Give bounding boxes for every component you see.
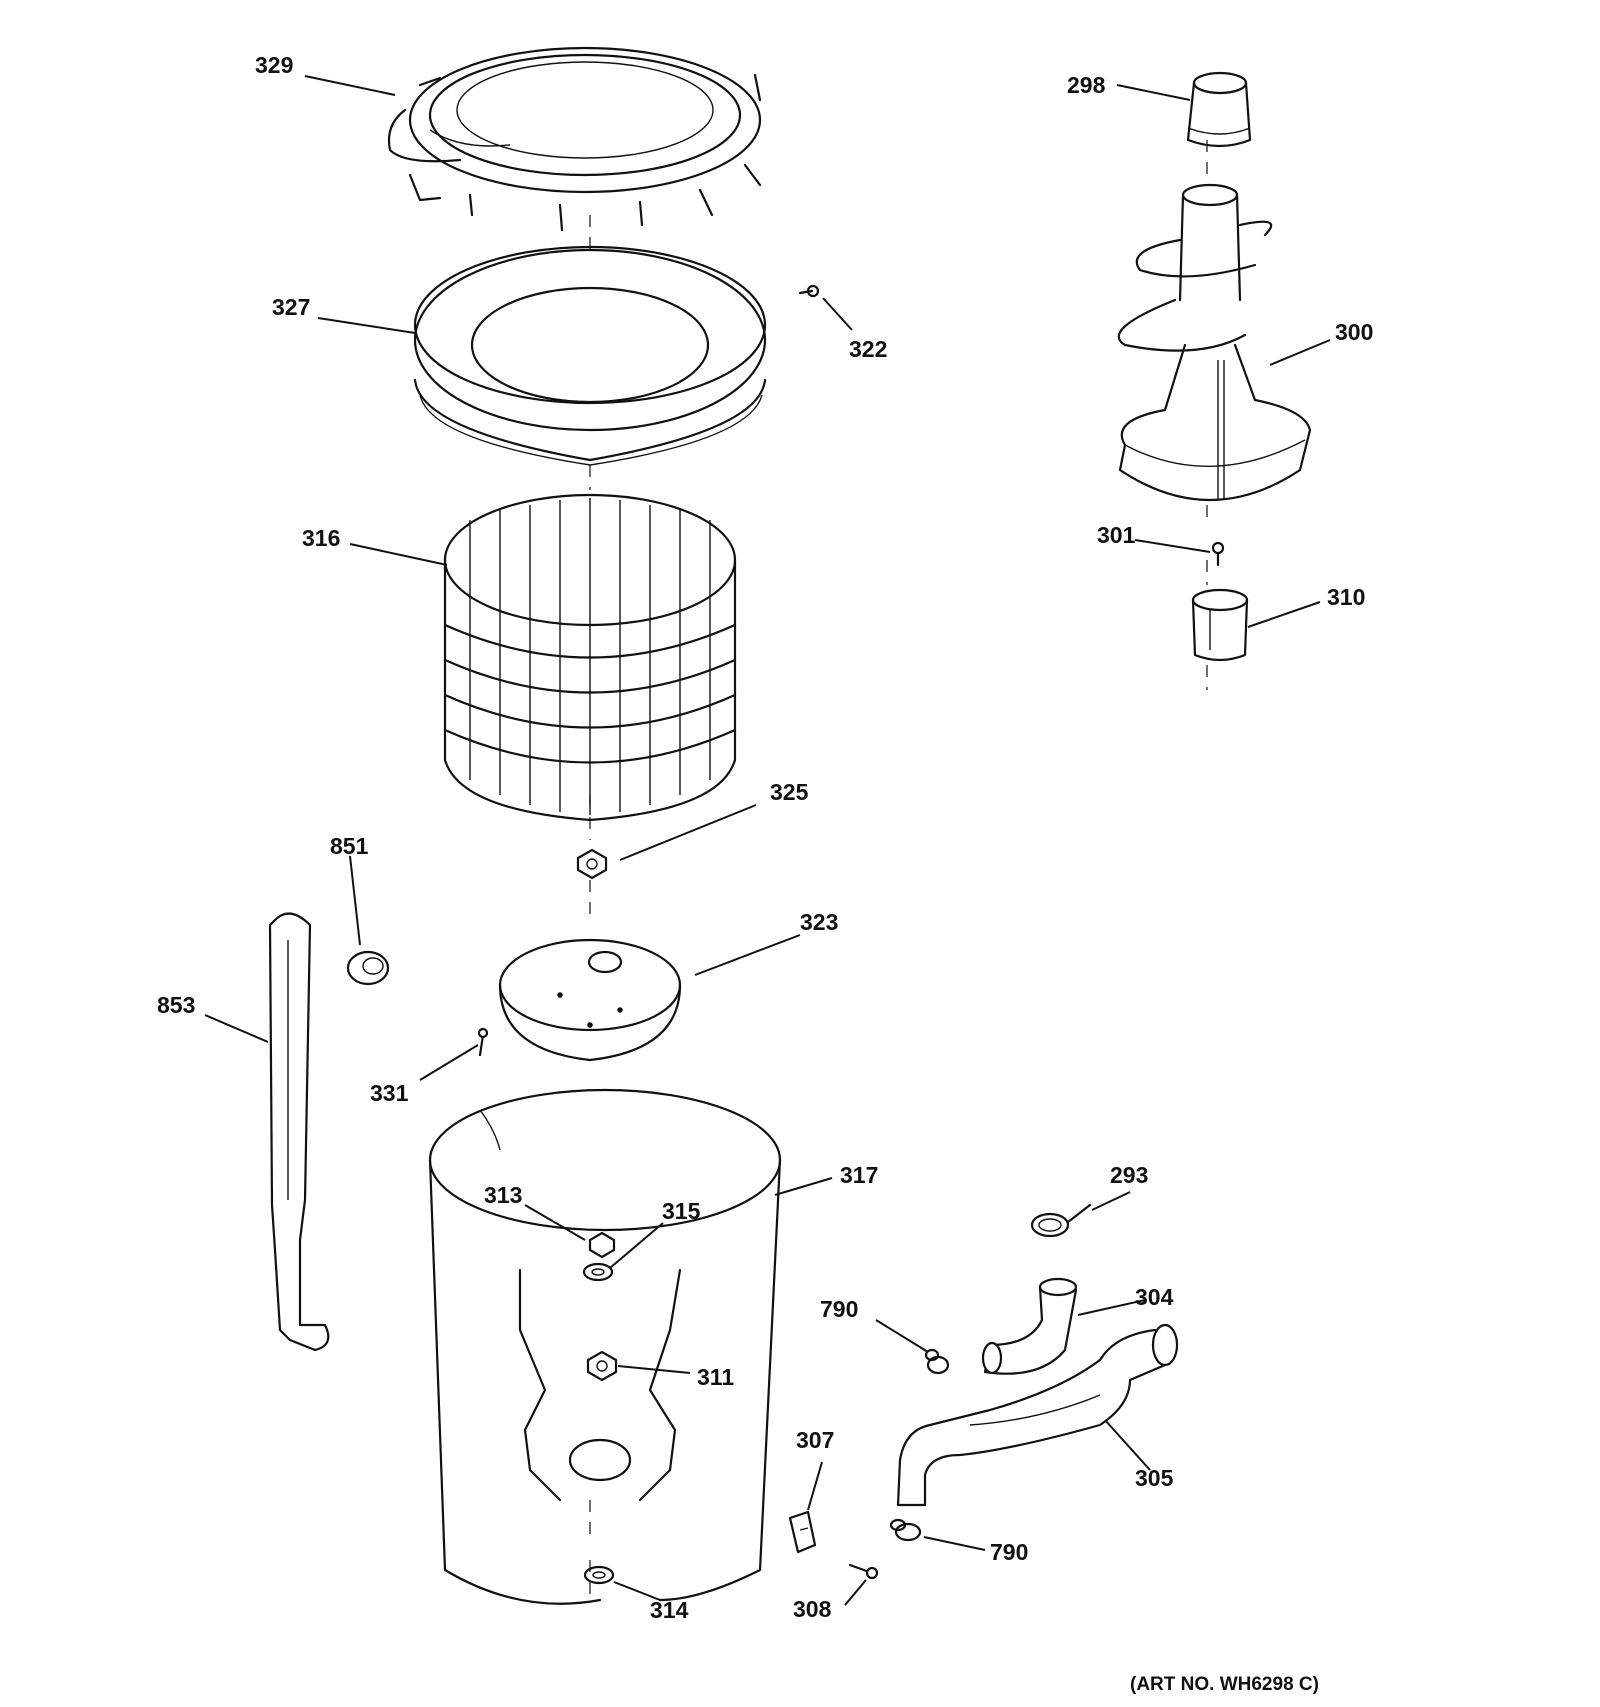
washer-314 [583,1565,615,1585]
label-313: 313 [484,1182,522,1208]
dispenser-tube-853 [268,912,330,1352]
label-329: 329 [255,52,293,78]
label-317: 317 [840,1162,878,1188]
label-853: 853 [157,992,195,1018]
label-327: 327 [272,294,310,320]
label-790-upper: 790 [820,1296,858,1322]
label-314: 314 [650,1597,689,1623]
hub-323 [498,938,682,1062]
label-311: 311 [697,1364,734,1390]
label-307: 307 [796,1427,834,1453]
label-308: 308 [793,1596,832,1622]
label-322: 322 [849,336,887,362]
screw-301 [1211,541,1225,567]
center-axes [589,140,1208,1600]
screw-322 [798,284,820,298]
label-298: 298 [1067,72,1106,98]
bracket-307 [788,1510,817,1554]
label-790-lower: 790 [990,1539,1028,1565]
nut-311 [586,1350,618,1382]
label-304: 304 [1135,1284,1174,1310]
cap-851 [346,950,390,986]
nut-313 [588,1231,616,1259]
label-301: 301 [1097,522,1136,548]
washer-315 [582,1262,614,1282]
hose-304 [981,1277,1078,1375]
nut-325 [576,848,608,880]
cam-310 [1191,588,1249,662]
label-293: 293 [1110,1162,1148,1188]
art-number: (ART NO. WH6298 C) [1130,1674,1319,1695]
outer-tub-317 [428,1088,782,1605]
label-323: 323 [800,909,838,935]
spin-basket-316 [443,493,737,822]
clamp-790-upper [924,1348,950,1375]
agitator-300 [1117,183,1312,501]
screw-308 [848,1563,879,1580]
label-310: 310 [1327,584,1365,610]
agitator-cap-298 [1186,71,1252,148]
label-851: 851 [330,833,369,859]
label-331: 331 [370,1080,409,1106]
label-305: 305 [1135,1465,1174,1491]
label-300: 300 [1335,319,1373,345]
clamp-293 [1030,1203,1092,1238]
balance-ring-327 [413,245,767,466]
part-labels: 329 327 322 316 325 323 851 853 331 317 … [157,52,1373,1623]
tub-cover-329 [387,46,762,232]
label-316: 316 [302,525,340,551]
screw-331 [477,1027,489,1057]
label-315: 315 [662,1198,701,1224]
clamp-790-lower [889,1518,922,1542]
leader-lines [204,75,1331,1606]
drain-hose-305 [896,1323,1179,1507]
label-325: 325 [770,779,809,805]
